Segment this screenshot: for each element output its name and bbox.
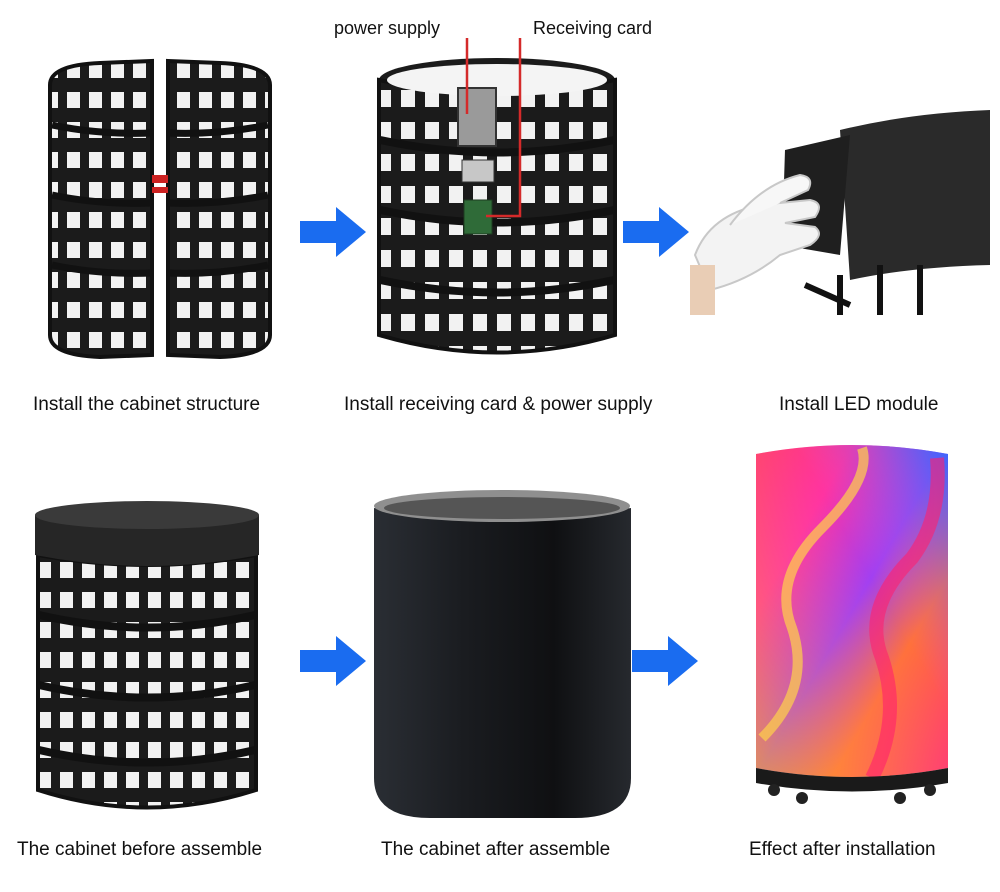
- step-1-caption: Install the cabinet structure: [33, 394, 261, 415]
- step-3-caption: Install LED module: [779, 394, 939, 415]
- image-cabinet-before-assemble: [33, 495, 261, 825]
- right-arrow-icon: [623, 207, 689, 257]
- callout-receiving-card: Receiving card: [533, 18, 653, 38]
- step-2-caption: Install receiving card & power supply: [344, 394, 653, 415]
- image-cabinet-after-assemble: [370, 488, 635, 823]
- right-arrow-icon: [300, 636, 366, 686]
- right-arrow-icon: [300, 207, 366, 257]
- step-6-caption: Effect after installation: [749, 839, 936, 860]
- right-arrow-icon: [632, 636, 698, 686]
- image-cabinet-structure: [40, 55, 280, 375]
- image-effect-after-installation: [752, 438, 952, 806]
- callout-power-supply: power supply: [334, 18, 441, 38]
- step-4-caption: The cabinet before assemble: [17, 839, 263, 860]
- callout-lines: [465, 38, 522, 218]
- image-install-led-module: [690, 105, 990, 315]
- step-5-caption: The cabinet after assemble: [381, 839, 611, 860]
